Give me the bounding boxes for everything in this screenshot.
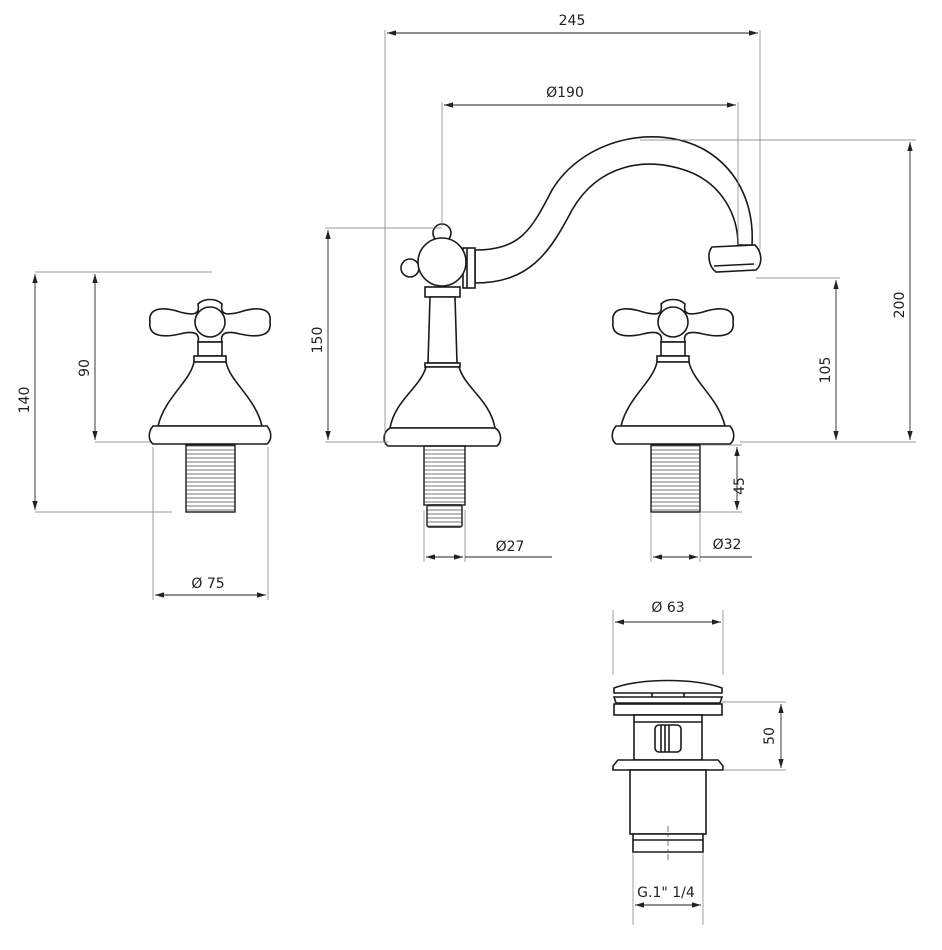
- dim-spout-outlet-height: 105: [818, 357, 834, 384]
- dim-spout-reach: Ø190: [546, 85, 584, 101]
- dim-valve-total-height: 140: [17, 387, 33, 414]
- waste-dimensions: Ø 63 50 G.1" 1/4: [612, 600, 786, 925]
- dim-valve-base-diameter: Ø 75: [191, 576, 224, 592]
- left-valve: [148, 298, 272, 513]
- dim-spout-body-height: 150: [310, 327, 326, 354]
- left-valve-dimensions: 140 90 Ø 75: [17, 271, 269, 600]
- spout-dimensions: 245 Ø190 200 150 105 45 Ø27 Ø32: [310, 13, 916, 562]
- dim-thread-diameter-valve: Ø32: [713, 537, 742, 553]
- spout-body: [383, 136, 762, 528]
- dim-waste-thread: G.1" 1/4: [637, 885, 695, 901]
- dim-spout-height: 200: [892, 292, 908, 319]
- dim-thread-diameter-spout: Ø27: [496, 539, 525, 555]
- pop-up-waste: [612, 679, 724, 862]
- dim-waste-height: 50: [762, 727, 778, 745]
- dim-overall-width: 245: [559, 13, 586, 29]
- right-valve: [611, 298, 735, 513]
- dim-thread-length: 45: [732, 477, 748, 495]
- dim-waste-diameter: Ø 63: [651, 600, 684, 616]
- dim-valve-height: 90: [77, 359, 93, 377]
